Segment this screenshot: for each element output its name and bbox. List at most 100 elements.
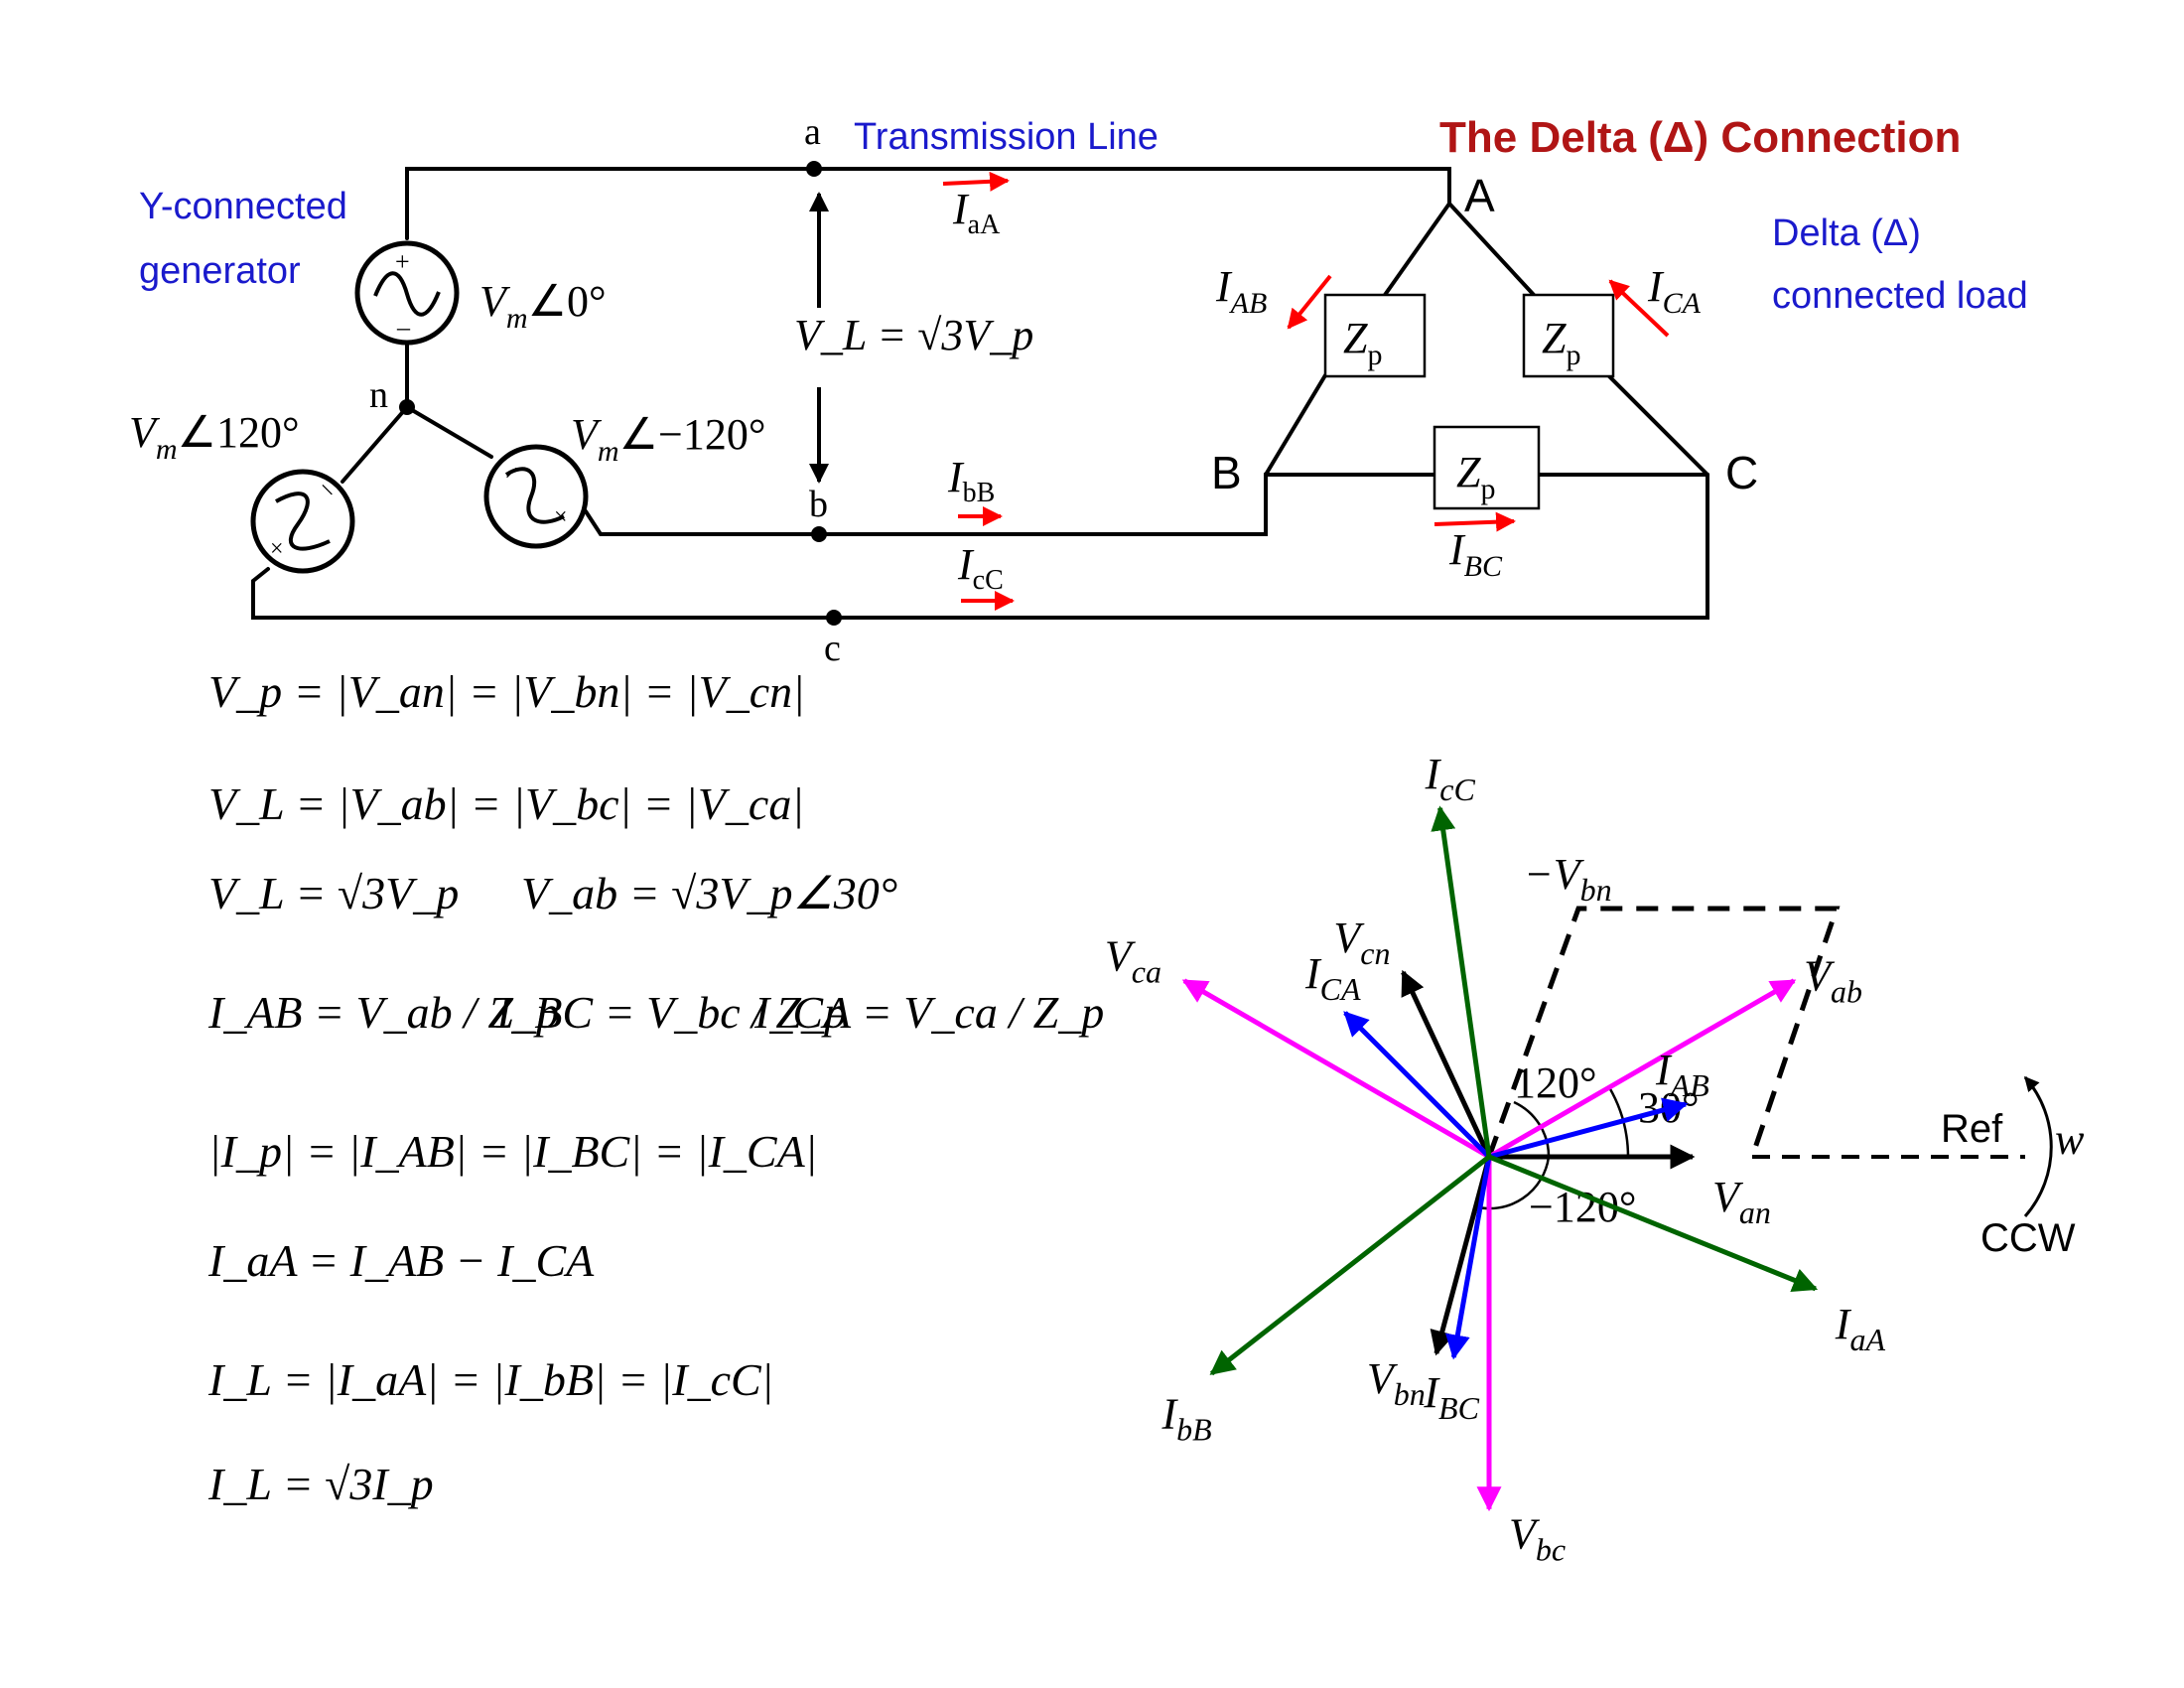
current-arrow-AB	[1287, 274, 1332, 330]
node-c-dot	[826, 610, 842, 626]
equation-phase-voltage: V_p = |V_an| = |V_bn| = |V_cn|	[208, 666, 805, 717]
phasor-IbB	[1209, 1155, 1491, 1376]
wire-A-left	[1383, 202, 1451, 297]
node-C-label: C	[1725, 447, 1758, 498]
wire-line-c	[251, 473, 1709, 620]
line-voltage-relation: V_L = √3V_p	[794, 311, 1033, 359]
equation-vab: V_ab = √3V_p∠30°	[521, 868, 897, 918]
phasor-label-IBC: IBC	[1423, 1368, 1479, 1426]
phasor-IcC	[1431, 805, 1492, 1158]
parallelogram-construction	[1486, 906, 1841, 1158]
load-label-line1: Delta (Δ)	[1772, 212, 1921, 254]
equation-ip: |I_p| = |I_AB| = |I_BC| = |I_CA|	[208, 1126, 817, 1177]
transmission-line-label: Transmission Line	[854, 116, 1159, 158]
equation-ibc: I_BC = V_bc / Z_p	[495, 987, 847, 1038]
generator-label-line1: Y-connected	[139, 186, 347, 227]
load-label-line2: connected load	[1772, 275, 2028, 317]
equation-il-sqrt3: I_L = √3I_p	[207, 1459, 434, 1509]
impedance-AB-label: Zp	[1343, 314, 1382, 371]
phasor-label-ICA: ICA	[1304, 949, 1361, 1007]
equation-iab: I_AB = V_ab / Z_p	[207, 987, 559, 1038]
wire-line-a	[405, 167, 1451, 240]
phasor-label-neg-Vbn: −Vbn	[1524, 850, 1612, 908]
angle-label-120: 120°	[1514, 1058, 1597, 1107]
wire-A-right	[1447, 202, 1536, 297]
current-label-CA: ICA	[1647, 262, 1702, 320]
reference-label: Ref	[1941, 1107, 2003, 1151]
generator-label-line2: generator	[139, 250, 301, 292]
phasor-label-Vca: Vca	[1105, 932, 1161, 990]
phasor-label-IaA: IaA	[1835, 1300, 1886, 1357]
current-label-cC: IcC	[957, 540, 1004, 596]
node-b-dot	[811, 526, 827, 542]
sine-icon	[373, 271, 441, 317]
current-label-AB: IAB	[1215, 262, 1267, 320]
source-b-symbol	[250, 469, 355, 574]
sine-icon	[275, 492, 331, 551]
phasor-Vcn	[1401, 969, 1492, 1159]
phasor-Vca	[1181, 978, 1491, 1160]
equations: V_p = |V_an| = |V_bn| = |V_cn| V_L = |V_…	[207, 666, 1104, 1509]
impedance-AB: Zp	[1323, 293, 1427, 378]
current-arrow-CA	[1608, 279, 1670, 338]
wire-C-up	[1606, 373, 1709, 477]
phasor-Vbn	[1430, 1156, 1492, 1356]
cross-marker-b: ×	[270, 536, 284, 562]
node-A-label: A	[1464, 170, 1495, 221]
minus-marker-a: –	[396, 313, 411, 342]
node-b-label: b	[809, 484, 828, 525]
current-label-BC: IBC	[1448, 525, 1503, 583]
circuit: + – × – × – a b c n Vm∠0° Vm∠120° Vm∠−12…	[129, 111, 1758, 669]
phasor-ICA	[1343, 1011, 1491, 1159]
current-arrow-BC	[1433, 511, 1516, 532]
phasor-IaA	[1488, 1154, 1819, 1293]
node-n-label: n	[369, 374, 388, 416]
source-c-voltage-label: Vm∠−120°	[571, 410, 765, 468]
impedance-BC-label: Zp	[1456, 448, 1495, 505]
sine-icon	[504, 467, 565, 524]
source-b-voltage-label: Vm∠120°	[129, 408, 300, 466]
phasor-label-Vbn: Vbn	[1367, 1354, 1426, 1412]
phasor-label-IbB: IbB	[1161, 1389, 1212, 1447]
phasor-label-Van: Van	[1712, 1173, 1771, 1230]
equation-line-voltage: V_L = |V_ab| = |V_bc| = |V_ca|	[208, 778, 804, 829]
equation-vl-sqrt3: V_L = √3V_p	[208, 868, 459, 918]
direction-label: CCW	[1980, 1216, 2076, 1260]
impedance-AB-box	[1323, 293, 1427, 378]
node-a-label: a	[804, 111, 821, 153]
impedance-BC-box	[1433, 425, 1541, 510]
rotation-arrow	[2023, 1075, 2053, 1217]
wire-n-to-source-b	[341, 405, 409, 484]
cross-marker-c: ×	[554, 504, 568, 530]
phasor-IBC	[1444, 1156, 1492, 1360]
equation-ica: I_CA = V_ca / Z_p	[753, 987, 1104, 1038]
arc-120deg	[1513, 1100, 1551, 1158]
plus-marker-a: +	[395, 247, 410, 276]
current-label-bB: IbB	[947, 453, 995, 508]
page-title: The Delta (Δ) Connection	[1439, 113, 1961, 162]
wire-B-up	[1264, 373, 1327, 477]
impedance-CA-box	[1522, 293, 1615, 378]
node-n-dot	[399, 399, 415, 415]
equation-il: I_L = |I_aA| = |I_bB| = |I_cC|	[207, 1354, 773, 1405]
node-c-label: c	[824, 628, 841, 669]
rotation-label: w	[2055, 1115, 2085, 1164]
phasor-label-Vbc: Vbc	[1509, 1510, 1566, 1568]
phasor-IAB	[1488, 1097, 1689, 1160]
phasor-label-IAB: IAB	[1655, 1046, 1709, 1103]
node-a-dot	[806, 161, 822, 177]
source-a-voltage-label: Vm∠0°	[479, 277, 607, 335]
impedance-CA-label: Zp	[1542, 314, 1580, 371]
current-label-aA: IaA	[952, 185, 1001, 240]
phasor-label-IcC: IcC	[1425, 750, 1476, 807]
wire-n-to-source-c	[405, 405, 493, 459]
phasor-label-Vab: Vab	[1804, 952, 1862, 1010]
impedance-CA: Zp	[1522, 293, 1615, 378]
current-arrow-aA	[942, 171, 1010, 192]
equation-iaa: I_aA = I_AB − I_CA	[207, 1235, 595, 1286]
phasor-Vab	[1487, 978, 1797, 1160]
angle-label-minus120: −120°	[1529, 1183, 1636, 1231]
impedance-BC: Zp	[1433, 425, 1541, 510]
